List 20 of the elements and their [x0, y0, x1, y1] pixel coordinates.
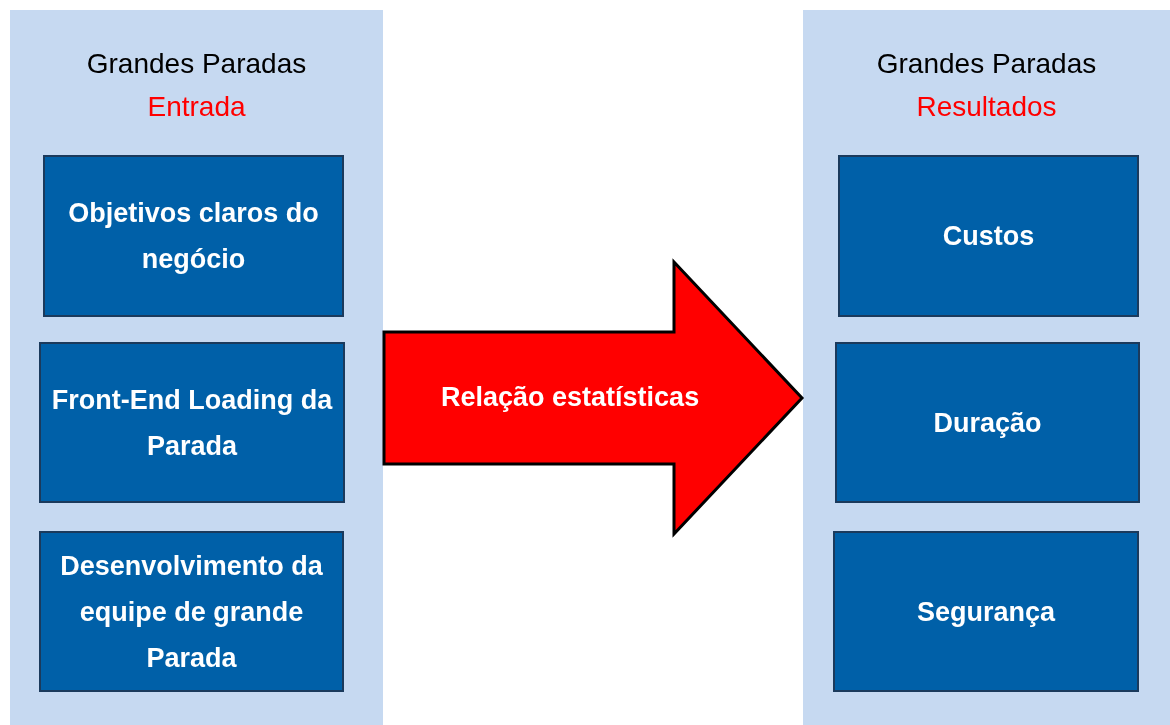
process-box: [838, 155, 1139, 317]
process-box: [835, 342, 1140, 503]
process-box: [43, 155, 344, 317]
edge-label: Relação estatísticas: [441, 381, 700, 414]
box-label: Custos: [942, 220, 1035, 253]
process-box: [39, 531, 344, 692]
panel-heading: Grandes Paradas: [86, 47, 307, 81]
panel-subheading: Resultados: [916, 90, 1057, 124]
box-label: Objetivos claros do negócio: [67, 197, 320, 276]
group-panel: [803, 10, 1170, 725]
process-box: [833, 531, 1139, 692]
block-arrow: [382, 258, 805, 538]
box-label: Duração: [933, 406, 1042, 440]
group-panel: [10, 10, 383, 725]
panel-subheading: Entrada: [147, 90, 246, 124]
process-box: [39, 342, 345, 503]
box-label: Segurança: [916, 595, 1056, 629]
panel-heading: Grandes Paradas: [876, 47, 1097, 81]
box-label: Desenvolvimento da equipe de grande Parada: [59, 549, 324, 675]
box-label: Front-End Loading da Parada: [50, 383, 334, 463]
